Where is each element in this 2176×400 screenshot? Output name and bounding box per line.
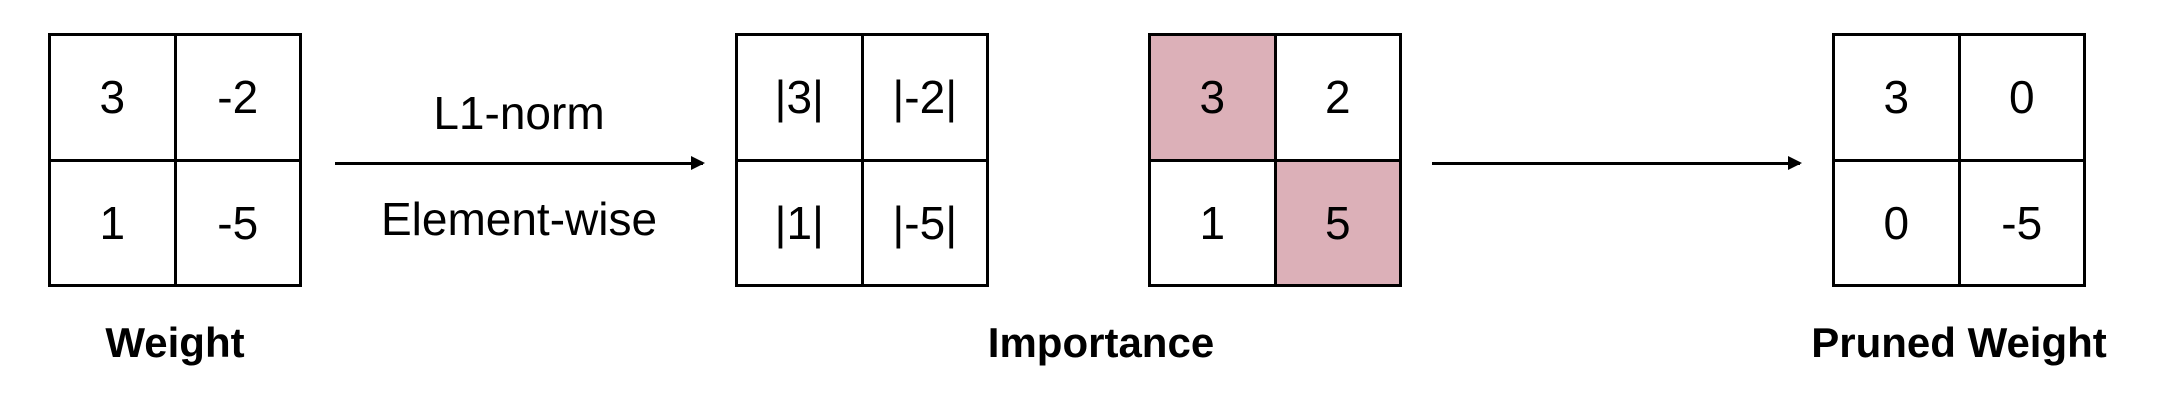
importance-matrix: 3 2 1 5 bbox=[1148, 33, 1402, 287]
importance-cell-0-0: 3 bbox=[1151, 36, 1277, 162]
weight-matrix: 3 -2 1 -5 bbox=[48, 33, 302, 287]
pruned-weight-matrix: 3 0 0 -5 bbox=[1832, 33, 2086, 287]
weight-caption: Weight bbox=[105, 319, 245, 366]
pruned-cell-0-1: 0 bbox=[1960, 36, 2086, 162]
arrow-importance-to-pruned bbox=[1432, 156, 1802, 170]
pruned-cell-1-1: -5 bbox=[1960, 161, 2086, 287]
arrow-label-l1-norm: L1-norm bbox=[433, 87, 605, 139]
importance-cell-1-0: 1 bbox=[1151, 161, 1277, 287]
importance-cell-0-1: 2 bbox=[1276, 36, 1402, 162]
arrow-label-element-wise: Element-wise bbox=[380, 193, 658, 245]
abs-value-matrix: |3| |-2| |1| |-5| bbox=[735, 33, 989, 287]
abs-cell-0-0: |3| bbox=[738, 36, 864, 162]
importance-cell-1-1: 5 bbox=[1276, 161, 1402, 287]
importance-caption: Importance bbox=[987, 319, 1215, 366]
pruned-cell-1-0: 0 bbox=[1835, 161, 1961, 287]
arrow-weight-to-abs bbox=[335, 156, 705, 170]
weight-cell-1-0: 1 bbox=[51, 161, 177, 287]
weight-cell-0-1: -2 bbox=[176, 36, 302, 162]
abs-cell-0-1: |-2| bbox=[863, 36, 989, 162]
abs-cell-1-0: |1| bbox=[738, 161, 864, 287]
pruned-cell-0-0: 3 bbox=[1835, 36, 1961, 162]
pruned-weight-caption: Pruned Weight bbox=[1811, 319, 2107, 366]
weight-cell-0-0: 3 bbox=[51, 36, 177, 162]
weight-cell-1-1: -5 bbox=[176, 161, 302, 287]
abs-cell-1-1: |-5| bbox=[863, 161, 989, 287]
